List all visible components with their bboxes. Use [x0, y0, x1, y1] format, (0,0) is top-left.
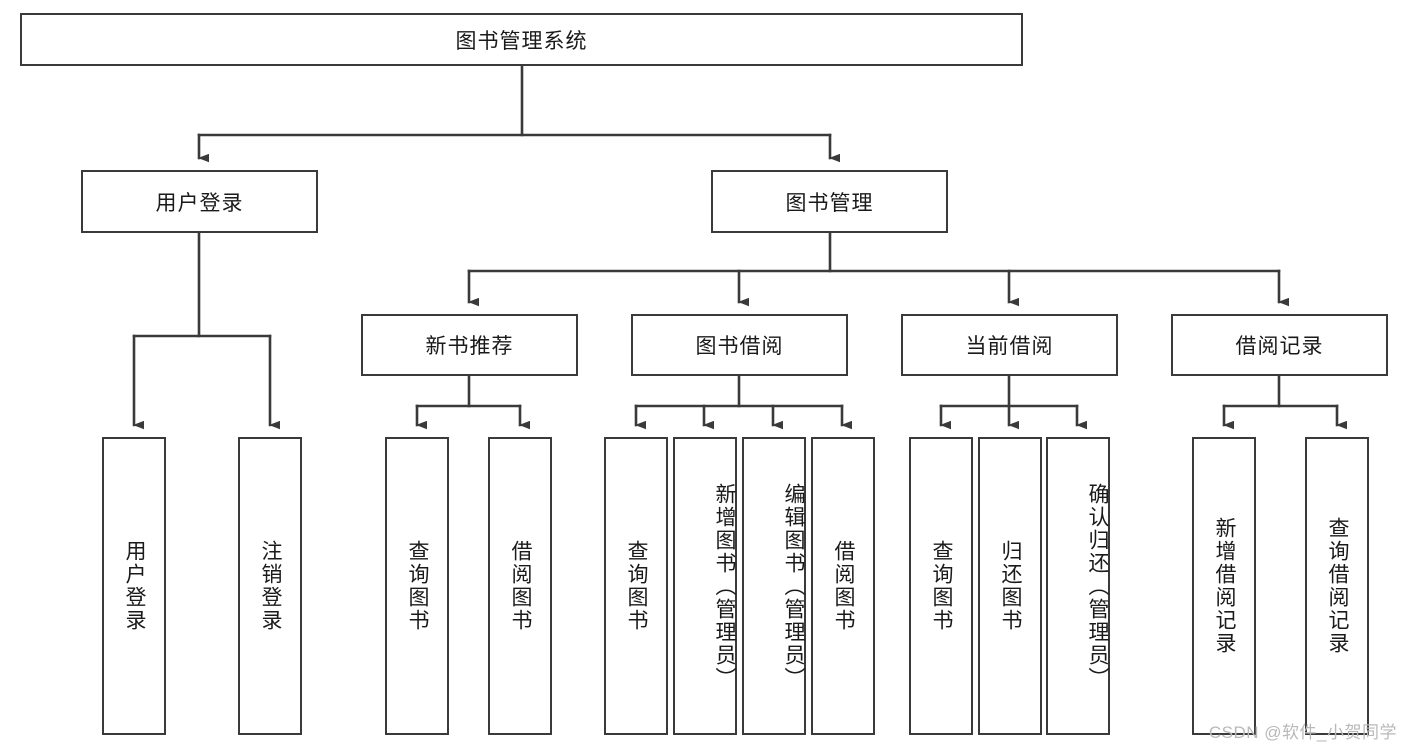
node-book-borrow[interactable]: 图书借阅 — [631, 314, 848, 376]
node-user-login[interactable]: 用户登录 — [81, 170, 318, 233]
node-label: 用户登录 — [123, 540, 147, 632]
node-label: 当前借阅 — [965, 335, 1054, 358]
node-leaf-query-book-recommend[interactable]: 查询图书 — [385, 437, 449, 735]
node-borrow-record[interactable]: 借阅记录 — [1171, 314, 1388, 376]
node-label: 借阅图书 — [832, 540, 856, 632]
node-leaf-add-book-admin[interactable]: 新增图书（管理员） — [673, 437, 737, 735]
node-leaf-logout[interactable]: 注销登录 — [238, 437, 302, 735]
node-current-borrow[interactable]: 当前借阅 — [901, 314, 1118, 376]
node-label: 查询借阅记录 — [1326, 517, 1350, 655]
node-leaf-add-borrow-record[interactable]: 新增借阅记录 — [1192, 437, 1256, 735]
node-leaf-borrow-book-recommend[interactable]: 借阅图书 — [488, 437, 552, 735]
node-label: 新增借阅记录 — [1213, 517, 1237, 655]
node-new-book-recommend[interactable]: 新书推荐 — [361, 314, 578, 376]
node-book-management[interactable]: 图书管理 — [711, 170, 948, 233]
node-label: 图书借阅 — [695, 335, 784, 358]
node-leaf-query-borrow-record[interactable]: 查询借阅记录 — [1305, 437, 1369, 735]
node-label: 新增图书（管理员） — [713, 482, 736, 690]
watermark-text: CSDN @软件_小贺同学 — [1208, 723, 1397, 742]
node-label: 新书推荐 — [425, 335, 514, 358]
node-label: 图书管理系统 — [455, 29, 588, 53]
node-label: 查询图书 — [625, 540, 649, 632]
node-label: 注销登录 — [259, 540, 283, 632]
node-label: 借阅记录 — [1235, 335, 1324, 358]
node-leaf-query-book-borrow[interactable]: 查询图书 — [604, 437, 668, 735]
node-leaf-return-book[interactable]: 归还图书 — [978, 437, 1042, 735]
node-label: 编辑图书（管理员） — [782, 482, 805, 690]
node-label: 借阅图书 — [509, 540, 533, 632]
node-label: 图书管理 — [785, 191, 874, 215]
node-leaf-confirm-return-admin[interactable]: 确认归还（管理员） — [1046, 437, 1110, 735]
node-label: 查询图书 — [930, 540, 954, 632]
node-label: 查询图书 — [406, 540, 430, 632]
node-leaf-edit-book-admin[interactable]: 编辑图书（管理员） — [742, 437, 806, 735]
node-label: 用户登录 — [155, 191, 244, 215]
node-leaf-user-login[interactable]: 用户登录 — [102, 437, 166, 735]
node-leaf-query-book-current[interactable]: 查询图书 — [909, 437, 973, 735]
node-label: 确认归还（管理员） — [1086, 482, 1109, 690]
node-label: 归还图书 — [999, 540, 1023, 632]
node-leaf-borrow-book[interactable]: 借阅图书 — [811, 437, 875, 735]
node-root-book-management-system[interactable]: 图书管理系统 — [20, 13, 1023, 66]
